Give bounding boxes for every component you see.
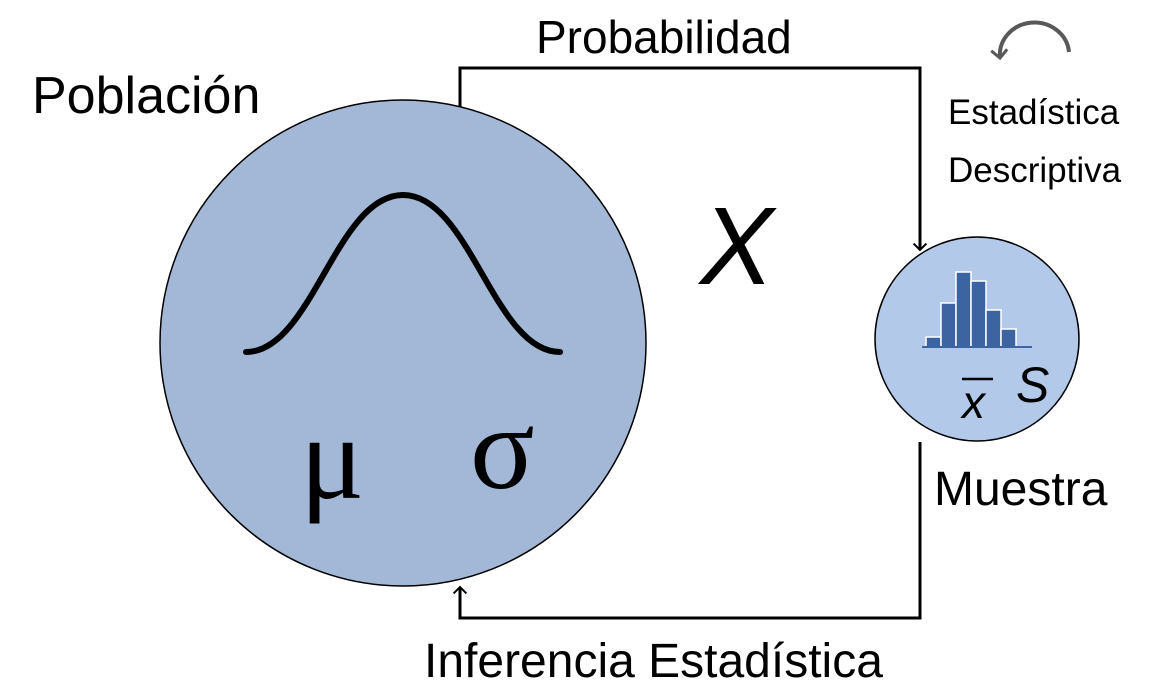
s-symbol: S <box>1016 357 1049 413</box>
variable-x-label: X <box>697 185 777 308</box>
probability-arrow <box>458 66 928 252</box>
population-circle <box>159 99 647 587</box>
sigma-symbol: σ <box>470 381 535 514</box>
inference-label: Inferencia Estadística <box>424 635 883 688</box>
population-label: Población <box>32 67 260 125</box>
histogram-icon <box>925 271 1017 348</box>
circular-arrow-icon <box>990 20 1071 61</box>
descriptive-label-line2: Descriptiva <box>948 151 1122 190</box>
descriptive-label-line1: Estadística <box>948 93 1120 132</box>
probability-label: Probabilidad <box>536 11 792 63</box>
sample-label: Muestra <box>934 463 1108 516</box>
bell-curve-icon <box>243 191 563 355</box>
inference-arrow <box>452 442 922 620</box>
xbar-symbol: x <box>960 376 987 428</box>
mu-symbol: μ <box>300 391 364 524</box>
